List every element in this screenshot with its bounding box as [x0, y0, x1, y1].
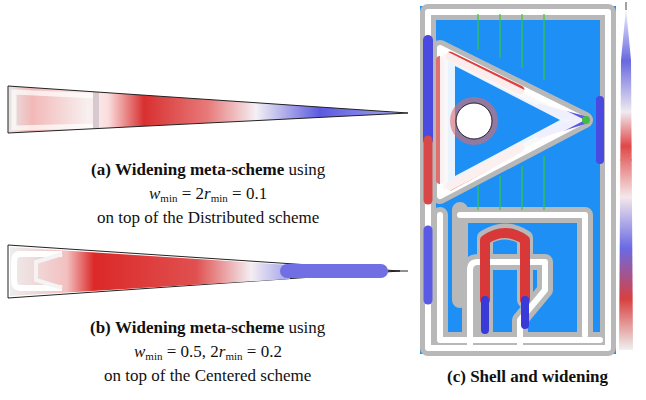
- caption-text: = 0.5, 2: [167, 342, 219, 361]
- caption-text: r: [204, 184, 211, 203]
- caption-text: using: [289, 160, 326, 179]
- caption-text: r: [219, 342, 226, 361]
- caption-text: using: [288, 318, 325, 337]
- caption-text: Shell and widening: [470, 367, 608, 386]
- caption-line: wmin = 2rmin = 0.1: [149, 184, 267, 208]
- caption-line: (c) Shell and widening: [447, 367, 608, 387]
- subscript: min: [211, 192, 228, 204]
- caption-line: on top of the Distributed scheme: [97, 208, 319, 228]
- caption-line: (a) Widening meta-scheme using: [91, 160, 325, 180]
- caption-text: (c): [447, 367, 466, 386]
- caption-text: on top of the Distributed scheme: [97, 208, 319, 227]
- caption-text: (b): [90, 318, 111, 337]
- caption-text: = 0.2: [247, 342, 282, 361]
- subscript: min: [160, 192, 177, 204]
- caption-text: = 0.1: [232, 184, 267, 203]
- subscript: min: [145, 350, 162, 362]
- caption-text: Widening meta-scheme: [115, 318, 284, 337]
- caption-line: on top of the Centered scheme: [104, 366, 311, 386]
- caption-text: (a): [91, 160, 111, 179]
- caption-text: = 2: [182, 184, 204, 203]
- caption-text: on top of the Centered scheme: [104, 366, 311, 385]
- caption-text: w: [134, 342, 145, 361]
- caption-line: (b) Widening meta-scheme using: [90, 318, 325, 338]
- caption-text: Widening meta-scheme: [115, 160, 284, 179]
- caption-line: wmin = 0.5, 2rmin = 0.2: [134, 342, 282, 366]
- subscript: min: [225, 350, 242, 362]
- caption-text: w: [149, 184, 160, 203]
